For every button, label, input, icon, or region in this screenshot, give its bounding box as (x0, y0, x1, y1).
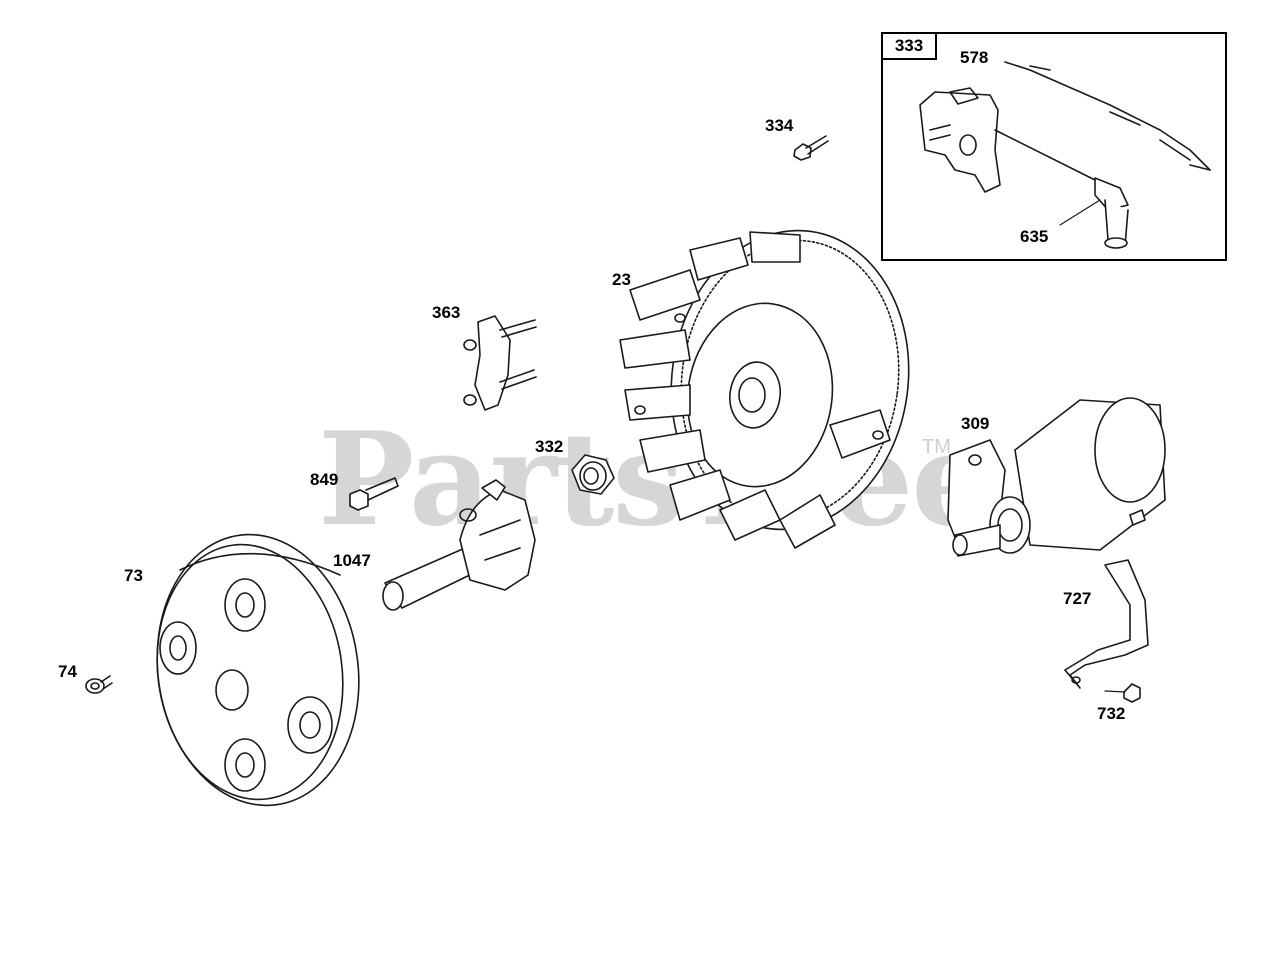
callout-578[interactable]: 578 (960, 48, 989, 67)
inset-label: 333 (881, 32, 937, 60)
callout-74[interactable]: 74 (58, 662, 77, 681)
part-309-starter-motor[interactable] (947, 397, 1166, 557)
part-732-nut[interactable] (1123, 683, 1141, 703)
part-332-nut[interactable] (571, 454, 615, 495)
part-23-flywheel[interactable] (619, 215, 928, 549)
part-578-wire[interactable] (1004, 61, 1211, 171)
callout-363[interactable]: 363 (432, 303, 461, 322)
callout-1047[interactable]: 1047 (333, 551, 371, 570)
part-73-cover[interactable] (140, 521, 376, 818)
callout-635[interactable]: 635 (1020, 227, 1049, 246)
part-727-bracket[interactable] (1064, 559, 1149, 689)
watermark-trademark: TM (922, 436, 951, 458)
leader-lines (1059, 199, 1126, 693)
callout-732[interactable]: 732 (1097, 704, 1126, 723)
part-74-screw[interactable] (85, 675, 113, 694)
callout-849[interactable]: 849 (310, 470, 339, 489)
callout-727[interactable]: 727 (1063, 589, 1092, 608)
callout-332[interactable]: 332 (535, 437, 564, 456)
callout-73[interactable]: 73 (124, 566, 143, 585)
part-333-armature[interactable] (919, 87, 1001, 193)
callout-334[interactable]: 334 (765, 116, 794, 135)
part-363-bracket[interactable] (463, 315, 537, 411)
part-334-screw[interactable] (793, 135, 829, 161)
part-849-bolt[interactable] (349, 477, 399, 511)
part-635-lead[interactable] (994, 129, 1129, 249)
inset-frame (881, 32, 1227, 261)
part-1047-clutch[interactable] (382, 479, 536, 611)
callout-23[interactable]: 23 (612, 270, 631, 289)
callout-309[interactable]: 309 (961, 414, 990, 433)
